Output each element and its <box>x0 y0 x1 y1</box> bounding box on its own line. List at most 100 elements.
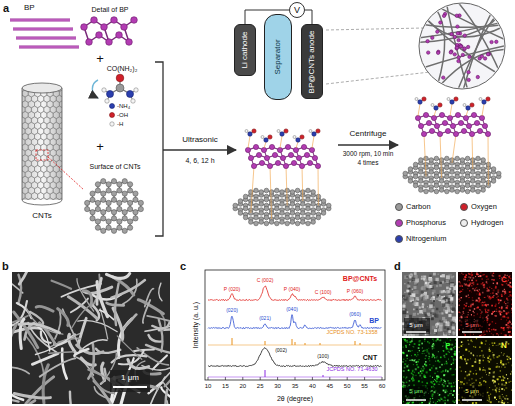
map-speckle <box>492 275 494 277</box>
map-speckle <box>504 300 506 302</box>
map-speckle <box>443 385 445 387</box>
map-speckle <box>458 294 460 296</box>
map-speckle <box>429 305 432 308</box>
map-speckle <box>424 350 425 351</box>
phosphorus-dot <box>460 45 463 48</box>
phosphorus-atom <box>479 115 484 120</box>
map-speckle <box>424 341 425 342</box>
phosphorus-dot <box>449 51 452 54</box>
carbon-atom <box>95 219 100 224</box>
map-speckle <box>446 280 450 284</box>
interaction-line <box>472 134 474 169</box>
map-speckle <box>507 302 509 304</box>
map-speckle <box>429 342 431 344</box>
phosphorus-atom <box>277 147 282 152</box>
fiber-strand <box>138 300 163 314</box>
map-speckle <box>472 304 473 305</box>
map-speckle <box>431 317 434 320</box>
carbon-atom <box>101 197 106 202</box>
carbon-atom <box>275 197 280 202</box>
map-speckle <box>447 391 448 392</box>
map-speckle <box>508 277 510 279</box>
map-speckle <box>413 375 414 376</box>
map-speckle <box>440 329 442 331</box>
axis-tick <box>242 377 243 380</box>
map-speckle <box>495 287 497 289</box>
map-speckle <box>508 343 510 345</box>
phosphorus-dot <box>456 32 459 35</box>
map-speckle <box>455 378 456 380</box>
map-speckle <box>412 364 414 366</box>
map-speckle <box>501 317 503 319</box>
oxygen-atom <box>470 103 474 107</box>
map-background <box>458 338 512 404</box>
map-speckle <box>404 367 406 369</box>
map-speckle <box>441 312 443 314</box>
map-speckle <box>450 306 452 308</box>
map-speckle <box>415 313 416 314</box>
map-speckle <box>411 355 412 356</box>
map-speckle <box>501 294 503 296</box>
carbon-atom <box>254 197 259 202</box>
map-speckle <box>498 303 500 305</box>
map-speckle <box>459 312 460 313</box>
map-speckle <box>470 371 472 373</box>
map-speckle <box>432 345 434 347</box>
map-speckle <box>472 282 474 284</box>
hydrogen-atom <box>131 99 135 103</box>
map-speckle <box>417 366 419 368</box>
map-speckle <box>427 306 428 307</box>
map-speckle <box>421 373 422 374</box>
phosphorus-dot <box>463 47 466 50</box>
carbon-atom <box>101 228 106 233</box>
group-icon <box>110 122 114 126</box>
carbon-atom <box>465 156 470 161</box>
sem-image <box>12 272 170 404</box>
map-speckle <box>476 293 478 295</box>
carbon-atom <box>275 215 280 220</box>
map-speckle <box>501 333 502 334</box>
map-speckle <box>423 352 425 354</box>
nitrogen-atom <box>280 132 284 136</box>
map-speckle <box>503 310 505 312</box>
map-speckle <box>402 381 403 382</box>
map-speckle <box>483 380 484 381</box>
carbon-atom <box>249 220 254 225</box>
map-speckle <box>472 297 473 298</box>
nitrogen-atom <box>450 100 454 104</box>
map-speckle <box>436 298 437 299</box>
map-speckle <box>402 361 403 362</box>
map-speckle <box>403 370 405 372</box>
map-speckle <box>451 322 455 326</box>
reference-bar <box>265 341 266 345</box>
map-speckle <box>406 355 408 357</box>
map-speckle <box>463 307 465 309</box>
map-speckle <box>502 290 504 292</box>
map-speckle <box>489 349 490 350</box>
carbon-atom <box>280 190 285 195</box>
map-speckle <box>422 370 424 372</box>
nanotube-strand <box>426 18 499 74</box>
hydrogen-atom <box>261 136 264 139</box>
carbon-atom <box>264 215 269 220</box>
phosphorus-atom <box>415 115 420 120</box>
carbon-atom <box>106 200 111 205</box>
carbon-atom <box>111 228 116 233</box>
carbon-atom <box>455 189 460 194</box>
map-speckle <box>425 364 427 366</box>
map-speckle <box>435 278 438 281</box>
hydrogen-atom <box>245 130 248 133</box>
axis-tick <box>208 377 209 380</box>
map-speckle <box>433 343 434 344</box>
carbon-atom <box>117 207 122 212</box>
map-speckle <box>442 345 444 347</box>
map-speckle <box>468 306 469 307</box>
carbon-atom <box>138 207 143 212</box>
carbon-atom <box>455 174 460 179</box>
map-speckle <box>429 360 430 361</box>
map-speckle <box>416 356 417 357</box>
map-speckle <box>506 364 507 365</box>
map-speckle <box>468 273 469 274</box>
carbon-atom <box>460 158 465 163</box>
map-speckle <box>458 351 460 353</box>
